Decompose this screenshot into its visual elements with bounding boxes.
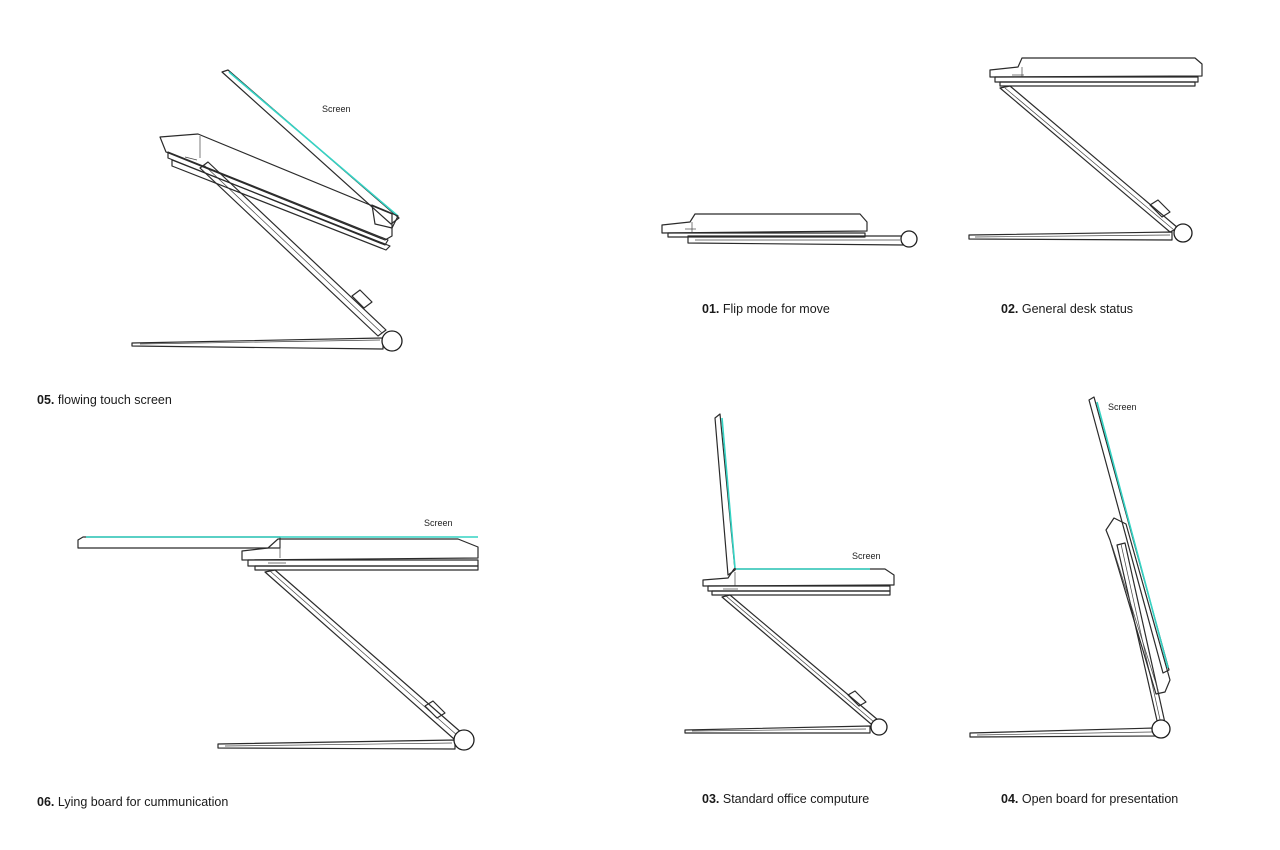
fig05-base-plate — [131, 337, 384, 350]
fig05-screen-panel — [221, 69, 400, 225]
caption-02: 02. General desk status — [1001, 302, 1133, 316]
fig06-hinge-knob — [453, 729, 475, 751]
caption-02-number: 02. — [1001, 302, 1019, 316]
caption-05-text: flowing touch screen — [57, 393, 172, 407]
fig04-hinge-knob — [1151, 719, 1171, 739]
fig05-screen-tag: Screen — [322, 104, 351, 114]
fig03-screen-panel — [714, 413, 736, 576]
figure-05-drawing: Screen — [131, 69, 403, 352]
fig03-desk-body — [702, 568, 895, 587]
fig05-desk-body — [159, 133, 393, 241]
caption-04-text: Open board for presentation — [1021, 792, 1179, 806]
fig02-base-plate — [968, 231, 1173, 241]
fig04-screen-panel — [1088, 396, 1170, 674]
fig03-base-plate — [684, 725, 871, 734]
caption-03-text: Standard office computure — [722, 792, 870, 806]
caption-04-number: 04. — [1001, 792, 1019, 806]
fig06-screen-tag: Screen — [424, 518, 453, 528]
caption-05: 05. flowing touch screen — [37, 393, 172, 407]
fig06-screen-panel — [77, 536, 281, 549]
fig04-screen-tag: Screen — [1108, 402, 1137, 412]
figure-01-drawing — [661, 213, 918, 248]
caption-01: 01. Flip mode for move — [702, 302, 830, 316]
caption-06: 06. Lying board for cummunication — [37, 795, 228, 809]
fig05-arm — [199, 161, 387, 337]
caption-01-number: 01. — [702, 302, 720, 316]
caption-01-text: Flip mode for move — [722, 302, 830, 316]
figure-06-drawing: Screen — [77, 518, 479, 751]
figure-03-drawing: Screen — [684, 413, 895, 736]
fig02-hinge-knob — [1173, 223, 1193, 243]
fig03-arm — [721, 594, 879, 725]
fig05-hinge-knob — [381, 330, 403, 352]
caption-03: 03. Standard office computure — [702, 792, 869, 806]
caption-06-text: Lying board for cummunication — [57, 795, 229, 809]
caption-06-number: 06. — [37, 795, 55, 809]
fig01-desk-body — [661, 213, 868, 234]
caption-04: 04. Open board for presentation — [1001, 792, 1178, 806]
figure-02-drawing — [968, 57, 1203, 243]
fig03-hinge-knob — [870, 718, 888, 736]
caption-03-number: 03. — [702, 792, 720, 806]
figure-04-drawing: Screen — [969, 396, 1171, 739]
caption-05-number: 05. — [37, 393, 55, 407]
fig06-base-plate — [217, 739, 456, 750]
fig04-desk-body — [1105, 517, 1171, 695]
caption-02-text: General desk status — [1021, 302, 1134, 316]
fig01-hinge-knob — [900, 230, 918, 248]
fig06-desk-body — [241, 538, 479, 561]
fig03-screen-tag: Screen — [852, 551, 881, 561]
